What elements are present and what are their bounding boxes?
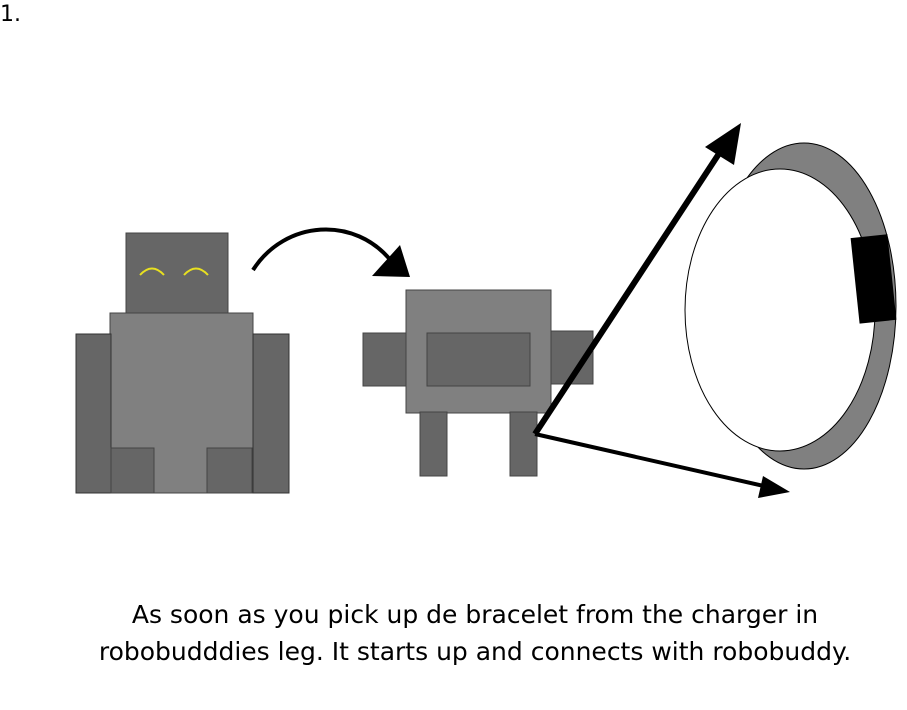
robot-front <box>75 232 290 494</box>
robot-side-left-arm <box>362 332 408 387</box>
robot-right-eye <box>183 267 209 276</box>
robot-side <box>362 289 594 477</box>
caption-line-2: robobudddies leg. It starts up and conne… <box>98 637 852 666</box>
robot-right-arm <box>252 333 290 494</box>
bracelet <box>684 142 897 470</box>
robot-left-arm <box>75 333 112 494</box>
robot-side-panel <box>426 332 531 387</box>
robot-left-eye <box>139 267 165 276</box>
bracelet-display <box>850 234 897 324</box>
robot-side-right-leg <box>509 411 538 477</box>
illustration <box>75 123 897 498</box>
curved-arrow-head <box>372 245 410 277</box>
zoom-line-up <box>532 144 727 436</box>
zoom-line-down <box>534 432 769 489</box>
caption-line-1: As soon as you pick up de bracelet from … <box>131 600 819 629</box>
zoom-line-down-head <box>758 476 790 498</box>
robot-side-left-leg <box>419 411 448 477</box>
curved-arrow <box>251 227 394 272</box>
step-number: 1. <box>0 2 21 27</box>
robot-left-foot <box>110 447 155 494</box>
robot-right-foot <box>206 447 253 494</box>
robot-head <box>125 232 229 315</box>
zoom-line-up-head <box>705 123 741 165</box>
bracelet-inner <box>684 168 876 452</box>
caption: As soon as you pick up de bracelet from … <box>40 596 907 670</box>
